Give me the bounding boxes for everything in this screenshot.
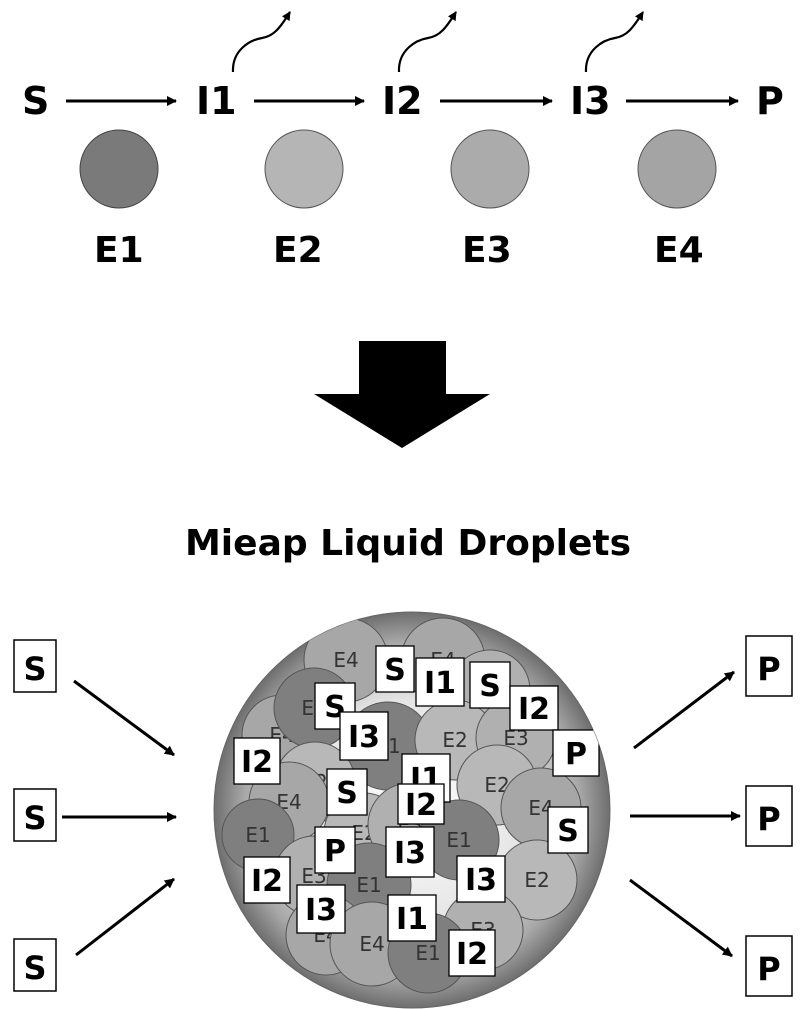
droplet-molecule-box-i2 xyxy=(233,737,281,785)
enzyme-e2-circle xyxy=(264,129,344,209)
droplet-molecule-label: I1 xyxy=(396,902,428,937)
droplet-molecule-label: S xyxy=(384,653,406,688)
output-p-box-1 xyxy=(745,635,793,697)
droplet-molecule-box-i2 xyxy=(243,856,291,904)
output-arrow-1 xyxy=(633,670,735,750)
output-p-label-1: P xyxy=(757,650,780,688)
input-s-box-1 xyxy=(13,639,57,693)
droplet-enzyme-label: E1 xyxy=(356,873,381,897)
output-p-label-2: P xyxy=(757,800,780,838)
input-s-label-2: S xyxy=(23,799,46,837)
input-s-label-1: S xyxy=(23,650,46,688)
input-s-box-3 xyxy=(13,938,57,992)
droplet-molecule-box-s xyxy=(375,645,415,693)
enzyme-e2-label: E2 xyxy=(273,230,323,271)
droplet-enzyme-label: E1 xyxy=(415,941,440,965)
enzyme-e3-label: E3 xyxy=(462,230,512,271)
input-arrow-3 xyxy=(75,877,175,957)
input-s-box-2 xyxy=(13,788,57,842)
node-i2: I2 xyxy=(382,79,423,123)
droplet-molecule-box-i1 xyxy=(415,657,465,707)
output-arrow-3 xyxy=(629,878,733,958)
input-arrow-1 xyxy=(73,679,175,757)
input-substrates: S S S xyxy=(13,639,177,992)
droplet-molecule-label: I2 xyxy=(456,937,488,972)
enzyme-e1-label: E1 xyxy=(94,230,144,271)
droplet-molecule-box-i3 xyxy=(456,855,506,903)
enzyme-e1-circle xyxy=(79,129,159,209)
droplet-molecule-label: I3 xyxy=(348,720,380,755)
droplet-molecule-label: I2 xyxy=(518,692,550,727)
output-p-box-3 xyxy=(745,935,793,997)
enzyme-e4-label: E4 xyxy=(654,230,704,271)
release-arrow-1 xyxy=(231,11,291,73)
droplet-molecule-box-i3 xyxy=(296,884,346,934)
pathway: S I1 I2 I3 P E1 E2 E3 E4 xyxy=(22,11,784,271)
node-i3: I3 xyxy=(570,79,611,123)
droplet-enzyme-label: E1 xyxy=(446,828,471,852)
droplet-enzyme-label: E2 xyxy=(524,868,549,892)
droplet-molecule-box-i3 xyxy=(385,826,435,878)
droplet-enzyme-label: E4 xyxy=(359,932,384,956)
droplet-molecule-box-s xyxy=(326,768,368,816)
droplet-molecule-box-i3 xyxy=(339,711,389,761)
droplet-molecule-label: S xyxy=(557,814,579,849)
droplet-molecule-box-i2 xyxy=(509,685,559,731)
droplet-molecule-box-s xyxy=(469,661,511,709)
droplet-molecule-label: P xyxy=(565,737,587,772)
droplet-molecule-label: S xyxy=(336,776,358,811)
droplet-enzyme-label: E1 xyxy=(245,823,270,847)
droplet-molecule-label: I2 xyxy=(251,864,283,899)
droplet-molecule-label: I2 xyxy=(405,788,437,823)
droplet-molecule-label: I3 xyxy=(465,863,497,898)
droplet-enzyme-label: E4 xyxy=(333,648,358,672)
output-p-label-3: P xyxy=(757,950,780,988)
enzyme-e4-circle xyxy=(637,129,717,209)
node-i1: I1 xyxy=(196,79,237,123)
transition-arrow xyxy=(314,341,490,448)
output-products: P P P xyxy=(629,635,793,997)
output-p-box-2 xyxy=(745,785,793,847)
droplet-title: Mieap Liquid Droplets xyxy=(185,523,631,564)
input-s-label-3: S xyxy=(23,949,46,987)
droplet-molecule-label: S xyxy=(479,669,501,704)
liquid-droplet: E4E4E3E4E1E1E2E3E2E2E4E4E1E2E3E1E2E3E1E3… xyxy=(213,611,611,1009)
droplet-molecule-label: P xyxy=(324,834,346,869)
node-p: P xyxy=(756,79,784,123)
release-arrow-3 xyxy=(584,11,644,73)
droplet-molecule-box-p xyxy=(552,729,600,777)
droplet-enzyme-label: E2 xyxy=(442,728,467,752)
enzyme-e3-circle xyxy=(450,129,530,209)
droplet-molecule-box-p xyxy=(314,826,356,874)
droplet-molecule-box-i2 xyxy=(448,929,496,977)
droplet-molecule-box-i2 xyxy=(397,783,445,825)
droplet-molecule-label: I3 xyxy=(394,836,426,871)
node-s: S xyxy=(22,79,49,123)
droplet-molecule-label: I3 xyxy=(305,893,337,928)
droplet-molecule-label: I2 xyxy=(241,745,273,780)
release-arrow-2 xyxy=(397,11,457,73)
droplet-molecule-box-i1 xyxy=(387,894,437,942)
droplet-molecule-box-s xyxy=(547,806,589,854)
droplet-molecule-label: I1 xyxy=(424,666,456,701)
